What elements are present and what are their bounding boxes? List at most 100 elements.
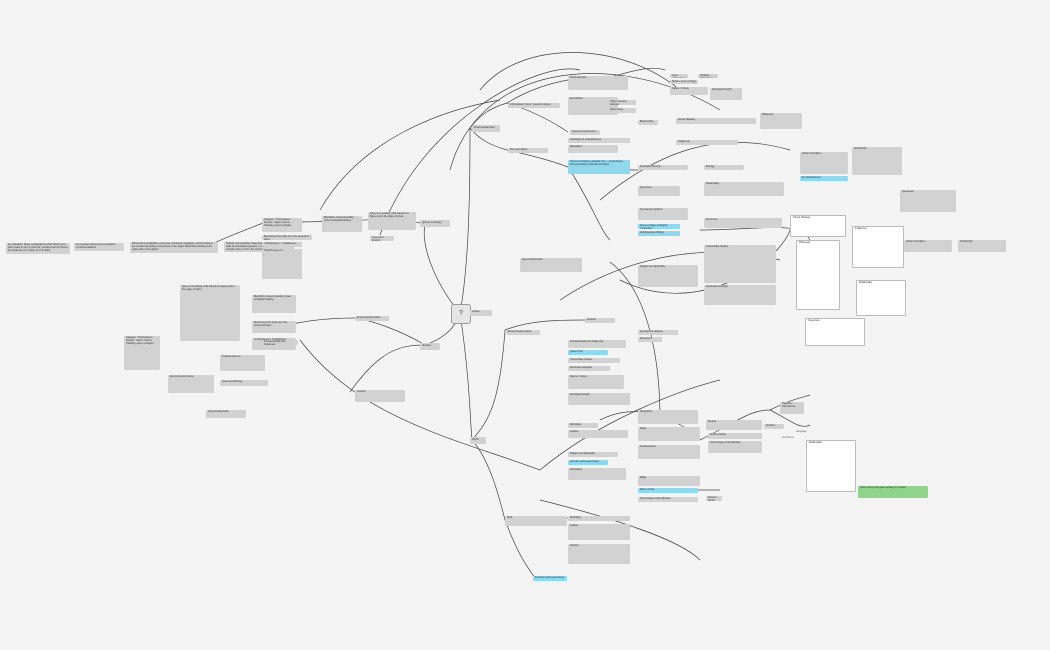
node-post-eco[interactable]: Ecocriticism bbox=[568, 97, 618, 115]
node-left-block-f[interactable]: Queer and Ecology bbox=[220, 380, 268, 386]
node-mr-blue-2[interactable]: Anthropocene thinking bbox=[638, 231, 680, 236]
node-post-cyber[interactable]: Queer and cybernetics bbox=[570, 130, 600, 135]
node-m-k[interactable]: Language bbox=[796, 430, 807, 433]
node-post-affect[interactable]: Affect theory bbox=[608, 108, 636, 113]
branch-postmodernism[interactable]: Postmodernism bbox=[472, 125, 500, 132]
node-b-a[interactable]: Myth bbox=[505, 516, 567, 526]
node-j-a[interactable]: Queer Ecofeminism bbox=[520, 258, 582, 272]
node-j-b[interactable]: Environmental Justice bbox=[506, 330, 540, 335]
node-j-i[interactable]: Nature / Culture bbox=[568, 375, 624, 389]
node-mid-towards[interactable]: Towards queer of… bbox=[262, 249, 302, 279]
node-post-emb[interactable]: Ontologies of embeddedness bbox=[568, 138, 630, 143]
node-post-colonial[interactable]: Post-colonialism bbox=[508, 148, 548, 153]
node-m-blue-2[interactable]: Ethics of care bbox=[638, 488, 698, 493]
node-mr-d[interactable]: Decolonial ecologies bbox=[704, 285, 776, 305]
node-post-sincerity[interactable]: Ecological Sincerity bbox=[638, 165, 688, 170]
node-far-a[interactable]: Queerness bbox=[900, 190, 956, 212]
node-left-block-i[interactable]: Queer Ecofeminism bbox=[206, 410, 246, 418]
node-mid-queer-disc[interactable]: Queer and Ecology bbox=[370, 236, 394, 241]
node-m-i[interactable]: Animism bbox=[764, 424, 784, 429]
central-topic[interactable]: ? bbox=[451, 304, 471, 324]
node-left-intro3[interactable]: What kind of possibilities, processes, n… bbox=[130, 242, 218, 253]
node-m-p[interactable]: Science Fiction bbox=[706, 496, 722, 501]
branch-justice[interactable]: Justice bbox=[420, 343, 440, 350]
node-j-h[interactable]: Decolonial ecologies bbox=[568, 366, 610, 371]
node-right-a[interactable]: Donna Haraway bbox=[790, 215, 846, 237]
node-mid-queer-desc[interactable]: Queer eco-reading, what stands at a figu… bbox=[368, 212, 416, 230]
node-right-f[interactable]: Queerness bbox=[805, 318, 865, 346]
node-left-block-g[interactable]: Category: “That between Identity”, ‘obje… bbox=[124, 336, 160, 370]
node-mid-anthropocene[interactable]: ‘Anthropocene’ / ‘Capitalocene’ bbox=[262, 242, 302, 247]
node-post-bio[interactable]: Biosemiotics bbox=[638, 120, 658, 125]
node-right-d[interactable]: Settler colonialism bbox=[904, 240, 952, 252]
node-left-intro2[interactable]: as a question about queer ecological env… bbox=[74, 243, 124, 251]
node-eco-blue[interactable]: the Anthropocene bbox=[800, 176, 848, 181]
node-mid-justice-3[interactable]: Environmental Justice bbox=[355, 316, 389, 321]
node-left-block-c[interactable]: Becoming of the body, as in the sensual … bbox=[252, 321, 296, 333]
node-top-d[interactable]: Ecological thought bbox=[710, 88, 742, 100]
node-post-info[interactable]: Informational “future” (network culture) bbox=[508, 103, 560, 108]
node-j-f[interactable]: Economics bbox=[638, 337, 662, 342]
node-left-block-e[interactable]: Towards queer of… bbox=[220, 355, 265, 371]
node-mr-a[interactable]: Interspecies relations bbox=[638, 208, 688, 220]
node-left-bridge[interactable]: Hybrids and liminalities make their 'con… bbox=[224, 242, 294, 252]
node-right-c[interactable]: Indigenous bbox=[852, 226, 904, 268]
node-j-blue[interactable]: Queer of art bbox=[568, 350, 608, 355]
node-left-block-h[interactable]: Environmental Justice bbox=[168, 375, 214, 393]
node-mid-biopolitics[interactable]: Biopolitics, Governmentality, Queer ecol… bbox=[322, 216, 362, 232]
node-m-e[interactable]: Posthumanism bbox=[638, 445, 700, 459]
node-j-g[interactable]: Critical Race Studies bbox=[568, 358, 620, 363]
node-j-c[interactable]: Activism bbox=[585, 318, 615, 323]
node-mr-blue-1[interactable]: Queer ecology, ecological ‘humanities’ bbox=[638, 224, 680, 229]
node-right-g[interactable]: Relationality bbox=[806, 440, 856, 492]
node-top-a[interactable]: queer ecofeminism bbox=[670, 74, 688, 78]
node-mr-b[interactable]: Economics bbox=[704, 218, 782, 228]
node-justice-label[interactable]: Justice bbox=[470, 310, 492, 316]
node-post-human-nature[interactable]: Human and Nature, Material Turn — Femini… bbox=[568, 160, 630, 174]
node-left-intro[interactable]: An evaluation: Queer ecological the whic… bbox=[6, 243, 70, 254]
node-m-g[interactable]: Science Fiction bbox=[708, 433, 762, 439]
node-left-block-j[interactable]: Intersectionality and Indigeneity bbox=[262, 340, 298, 345]
node-m-d[interactable]: Magic bbox=[638, 427, 700, 441]
node-far-b[interactable]: Relationality bbox=[856, 280, 906, 316]
node-eco-c[interactable]: Scholarship bbox=[852, 147, 902, 175]
node-m-blue[interactable]: Feminism and queer theory bbox=[568, 460, 608, 465]
node-top-g[interactable]: Whiteness bbox=[760, 113, 802, 129]
node-b-blue[interactable]: Feminism and queer theory bbox=[533, 576, 567, 581]
node-j-e[interactable]: Interspecies relations bbox=[638, 330, 678, 335]
node-j-d[interactable]: Intersectionality and Indigeneity bbox=[568, 340, 626, 348]
node-m-c[interactable]: Storytelling bbox=[638, 410, 698, 424]
node-m-n[interactable]: Magic bbox=[638, 476, 700, 486]
node-eco-a[interactable]: Ecology bbox=[704, 165, 744, 170]
node-m-l[interactable]: Religion and Spirituality bbox=[568, 452, 618, 457]
node-right-b[interactable]: Whiteness bbox=[796, 240, 840, 310]
node-m-a[interactable]: Mythology bbox=[568, 423, 598, 428]
node-far-c[interactable]: Haraway, Chthulucene bbox=[780, 402, 804, 414]
node-b-b[interactable]: Mythology bbox=[568, 516, 630, 521]
node-j-j[interactable]: Ecological thought bbox=[568, 393, 630, 405]
node-m-o[interactable]: Technologies of identification bbox=[638, 497, 698, 502]
node-top-b[interactable]: Morton, queer ecology bbox=[670, 80, 698, 84]
node-b-d[interactable]: Animism bbox=[568, 544, 630, 564]
node-eco-b[interactable]: Settler colonialism bbox=[800, 152, 848, 174]
node-m-m[interactable]: Storytelling bbox=[568, 468, 626, 480]
node-mid-becoming[interactable]: Becoming of the body, as in the sensual … bbox=[262, 235, 312, 240]
node-mr-e[interactable]: Religion and Spirituality bbox=[638, 265, 698, 287]
node-mid-category[interactable]: Category: “That between Identity”, ‘obje… bbox=[262, 218, 302, 232]
node-m-j[interactable]: Feminisms bbox=[782, 436, 794, 439]
node-top-e[interactable]: Haraway, Chthulucene bbox=[698, 74, 718, 78]
node-post-ooo[interactable]: Object-oriented ontology bbox=[608, 100, 636, 105]
node-m-f[interactable]: Dreams bbox=[706, 420, 762, 430]
node-mid-justice-note[interactable]: Activism bbox=[355, 390, 405, 402]
node-post-mod[interactable]: Postmodernism bbox=[568, 76, 628, 90]
node-top-c[interactable]: Nature / Culture bbox=[670, 87, 708, 95]
node-mr-c[interactable]: Critical Race Studies bbox=[704, 245, 776, 283]
node-m-b[interactable]: Folklore bbox=[568, 430, 628, 438]
node-top-h[interactable]: Indigenous bbox=[676, 140, 738, 145]
node-right-e[interactable]: Scholarship bbox=[958, 240, 1006, 252]
node-eco-e[interactable]: Relationality bbox=[704, 182, 784, 196]
node-b-c[interactable]: Folklore bbox=[568, 524, 630, 540]
node-eco-d[interactable]: Queerness bbox=[638, 186, 680, 196]
node-left-block-a[interactable]: Queer eco-reading, what stands at a figu… bbox=[180, 285, 240, 341]
